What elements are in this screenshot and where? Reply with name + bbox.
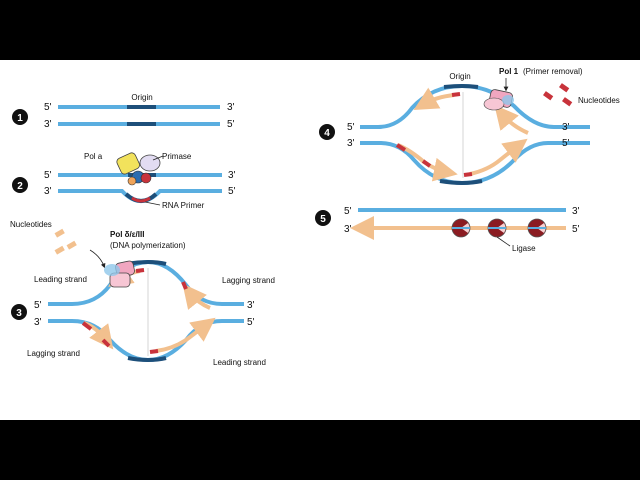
lagging-strand-top-label: Lagging strand — [222, 276, 275, 285]
ligase-pointer — [496, 236, 511, 247]
primase-enzyme — [139, 154, 161, 172]
nucleotide-piece — [54, 228, 65, 238]
step-4-lagging-top — [494, 104, 529, 135]
pol-delta-clamp — [109, 272, 131, 288]
enzyme-subunit-red — [140, 172, 152, 184]
step-4-primer-top — [451, 92, 461, 97]
pol-a-enzyme — [116, 152, 140, 175]
step-4-origin-label: Origin — [449, 72, 470, 81]
removed-primer-piece — [562, 97, 573, 107]
step-3-nucleotides-label: Nucleotides — [10, 220, 52, 229]
pol-1-subunit-blue — [502, 95, 514, 105]
step-2-top-right: 3' — [228, 170, 236, 181]
rna-primer-label: RNA Primer — [162, 201, 205, 210]
step-1-bottom-right: 5' — [227, 119, 235, 130]
step-1-top-left: 5' — [44, 102, 52, 113]
step-3-top-left: 5' — [34, 300, 42, 311]
rna-primer-pointer — [144, 201, 161, 206]
pol-delta-role: (DNA polymerization) — [110, 241, 186, 250]
step-2-bottom-left: 3' — [44, 186, 52, 197]
ligase-enzyme — [527, 218, 547, 238]
removed-primer-piece — [559, 83, 570, 93]
step-2-bottom-right: 5' — [228, 186, 236, 197]
primer-bottom-center — [149, 349, 159, 354]
step-3-bottom-left: 3' — [34, 317, 42, 328]
step-2: 2 Pol a Primase RNA Primer 5' 3' 3' 5' — [12, 152, 236, 210]
step-4-number: 4 — [324, 128, 330, 139]
step-1-origin-label: Origin — [131, 93, 152, 102]
rna-primer — [131, 196, 151, 203]
step-5-top-right: 3' — [572, 206, 580, 217]
step-3-number: 3 — [16, 308, 22, 319]
step-3-top-right: 3' — [247, 300, 255, 311]
step-4-badge — [319, 124, 335, 140]
nucleotide-piece — [54, 245, 65, 255]
removed-primer-piece — [543, 91, 554, 101]
step-4-bottom-right: 5' — [562, 138, 570, 149]
nucleotide-arrow — [89, 249, 106, 269]
step-4-bottom-left: 3' — [347, 138, 355, 149]
step-1-badge — [12, 109, 28, 125]
step-1: 1 Origin 5' 3' 3' 5' — [12, 93, 235, 130]
pol-1-name: Pol 1 — [499, 67, 519, 76]
step-3-origin-bottom — [127, 356, 167, 363]
step-3-bottom-right: 5' — [247, 317, 255, 328]
step-1-top-right: 3' — [227, 102, 235, 113]
step-4: 4 Origin Pol 1 (Primer removal) Nucleoti… — [319, 67, 620, 186]
ligase-label: Ligase — [512, 244, 536, 253]
step-2-number: 2 — [17, 181, 23, 192]
step-4-top-right: 3' — [562, 122, 570, 133]
step-5: 5 Ligase 5' 3' 3' 5' — [315, 206, 580, 253]
step-4-origin-bottom — [439, 179, 483, 186]
step-5-badge — [315, 210, 331, 226]
lagging-fragment-top — [182, 283, 211, 310]
step-1-bottom-left: 3' — [44, 119, 52, 130]
primer-top-right — [181, 281, 188, 290]
nucleotide-piece — [66, 240, 77, 250]
pol-a-label: Pol a — [84, 152, 103, 161]
primer-bottom-left-b — [101, 338, 111, 348]
diagram-panel — [0, 60, 640, 420]
step-4-primer-bottom-a — [395, 143, 407, 152]
leading-strand-top-label: Leading strand — [34, 275, 87, 284]
step-5-bottom-right: 5' — [572, 224, 580, 235]
primase-label: Primase — [162, 152, 192, 161]
step-2-badge — [12, 177, 28, 193]
primer-top-left — [135, 268, 145, 273]
leading-strand-bottom — [155, 317, 216, 353]
step-3-badge — [11, 304, 27, 320]
pol-delta-name: Pol δ/ε/III — [110, 230, 144, 239]
step-4-top-left: 5' — [347, 122, 355, 133]
step-3: 3 Nucleotides Pol δ/ε/III (DNA polymeriz… — [10, 220, 275, 367]
enzyme-subunit-orange — [127, 176, 137, 186]
pol-1-role: (Primer removal) — [523, 67, 583, 76]
step-4-origin-top — [443, 83, 479, 89]
step-4-primer-bottom-b — [421, 159, 432, 168]
step-4-nucleotides-label: Nucleotides — [578, 96, 620, 105]
step-5-bottom-left: 3' — [344, 224, 352, 235]
step-4-leading-top — [413, 87, 455, 111]
step-4-primer-bottom-c — [463, 172, 473, 177]
ligase-enzyme — [451, 218, 471, 238]
step-5-top-left: 5' — [344, 206, 352, 217]
lagging-strand-bottom-label: Lagging strand — [27, 349, 80, 358]
step-4-leading-bottom — [469, 138, 528, 176]
pol-1-subunit — [483, 97, 505, 111]
step-2-top-left: 5' — [44, 170, 52, 181]
pol-delta-subunit — [104, 264, 120, 276]
primase-pointer — [152, 155, 164, 161]
primer-bottom-left-a — [81, 321, 93, 331]
step-5-number: 5 — [320, 214, 326, 225]
ligase-enzyme — [487, 218, 507, 238]
step-1-number: 1 — [17, 113, 23, 124]
leading-strand-bottom-label: Leading strand — [213, 358, 266, 367]
